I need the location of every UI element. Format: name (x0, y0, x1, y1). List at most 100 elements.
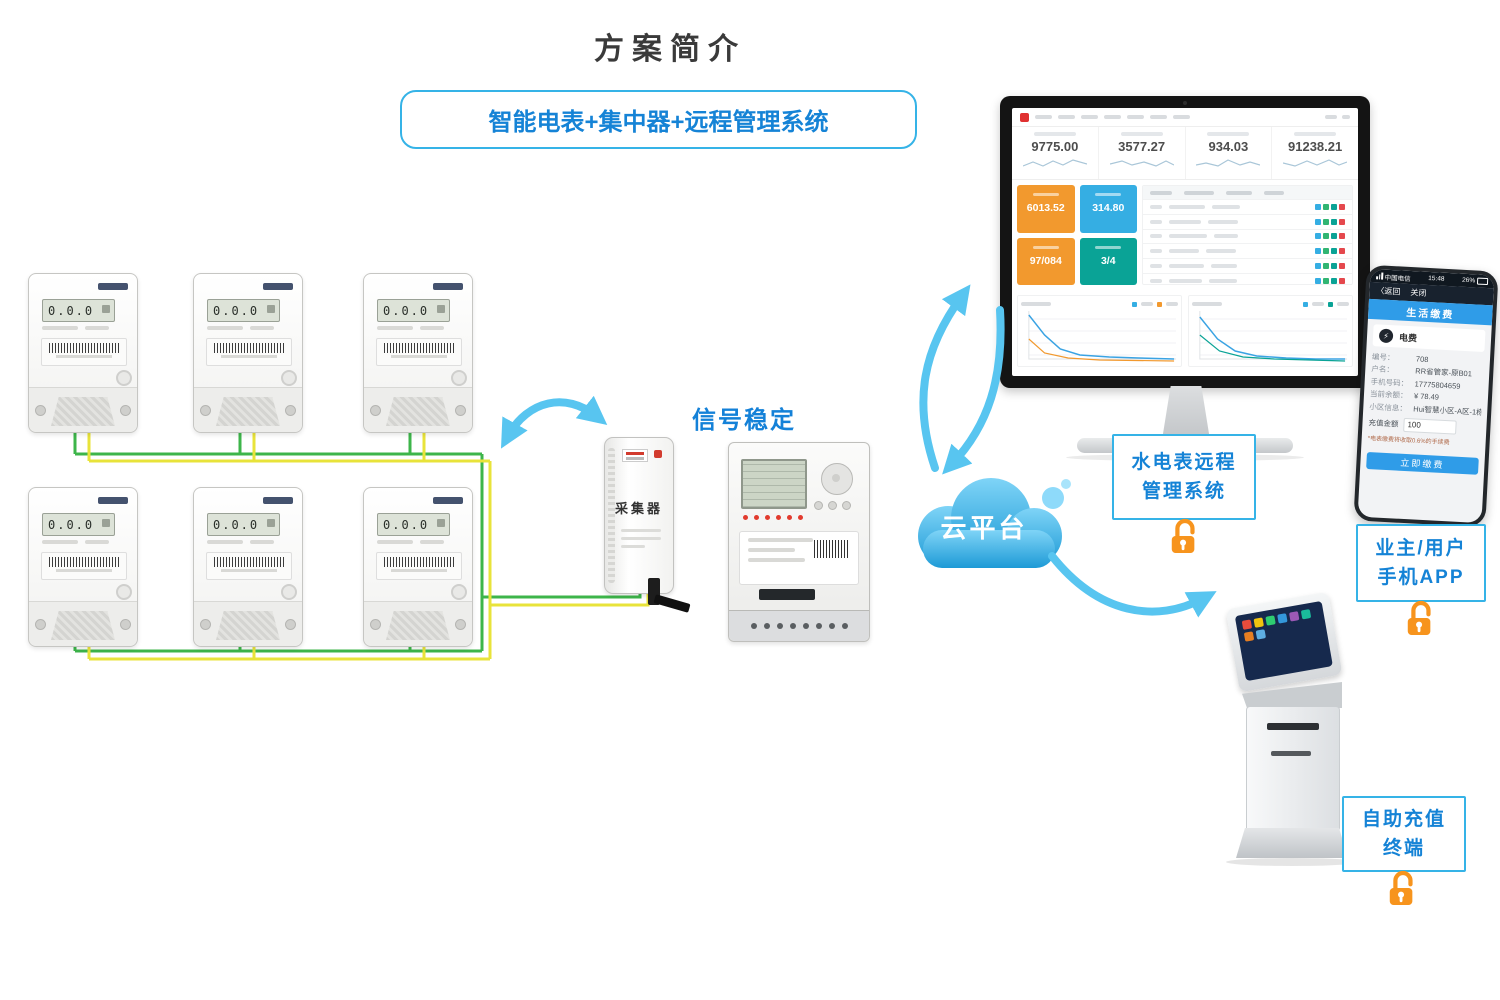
meter-barcode-sticker (41, 552, 127, 580)
action-config[interactable] (1331, 203, 1337, 210)
management-label-line1: 水电表远程 (1131, 451, 1237, 473)
self-service-kiosk (1224, 591, 1360, 866)
close-button[interactable]: 关闭 (1410, 288, 1427, 298)
back-button[interactable]: 〈返回 (1376, 286, 1401, 297)
action-delete[interactable] (1339, 277, 1345, 284)
solution-subtitle: 智能电表+集中器+远程管理系统 (488, 109, 829, 136)
carrier-label: 中国电信 (1384, 274, 1411, 283)
recharge-label-line2: 终端 (1382, 838, 1425, 859)
action-config[interactable] (1331, 277, 1337, 284)
meter-barcode-sticker (376, 338, 462, 366)
kiosk-app-icon (1277, 613, 1288, 624)
kiosk-app-icon (1243, 631, 1255, 642)
concentrator-lcd (741, 459, 807, 509)
owner-app-label-line2: 手机APP (1377, 567, 1465, 588)
stat-value: 934.03 (1208, 139, 1249, 154)
legend-swatch (1303, 301, 1308, 307)
mobile-phone: 中国电信 15:48 26% 〈返回 关闭 生活缴费 ⚡ 电费 编号：70 (1353, 264, 1499, 528)
kiosk-app-icon (1241, 619, 1253, 630)
nav-item[interactable] (1127, 115, 1144, 119)
action-view[interactable] (1315, 218, 1321, 225)
meter-barcode-sticker (41, 338, 127, 366)
action-edit[interactable] (1323, 203, 1329, 210)
amount-input[interactable] (1403, 417, 1457, 435)
action-view[interactable] (1315, 248, 1321, 255)
meter-lcd-display: 0.0.0 (42, 513, 115, 536)
electric-meter: 0.0.0 (193, 273, 303, 433)
meter-seal (451, 370, 467, 386)
nav-item[interactable] (1035, 115, 1052, 119)
electric-meter: 0.0.0 (28, 273, 138, 433)
meter-lcd-digits: 0.0.0 (48, 303, 95, 318)
kiosk-app-icon (1288, 611, 1300, 622)
kiosk-display-housing (1225, 591, 1343, 693)
action-view[interactable] (1315, 277, 1321, 284)
action-edit[interactable] (1323, 263, 1329, 270)
action-config[interactable] (1331, 218, 1337, 225)
meter-lcd-digits: 0.0.0 (213, 303, 260, 318)
meter-seal (281, 370, 297, 386)
signal-icon (1376, 272, 1383, 280)
pay-now-button[interactable]: 立即缴费 (1366, 451, 1479, 475)
meter-lcd-digits: 0.0.0 (48, 517, 95, 532)
cloud-platform-label: 云平台 (940, 513, 1028, 543)
kpi-tiles: 6013.52 314.80 97/084 3/4 (1017, 185, 1137, 285)
owner-app-label-line1: 业主/用户 (1375, 537, 1467, 559)
nav-item[interactable] (1173, 115, 1190, 119)
action-config[interactable] (1331, 248, 1337, 255)
action-delete[interactable] (1339, 203, 1345, 210)
kpi-tile: 3/4 (1079, 237, 1137, 285)
action-edit[interactable] (1323, 233, 1329, 240)
phone-screen: 中国电信 15:48 26% 〈返回 关闭 生活缴费 ⚡ 电费 编号：70 (1357, 268, 1495, 524)
action-edit[interactable] (1323, 248, 1329, 255)
electricity-fee-card[interactable]: ⚡ 电费 (1372, 324, 1486, 352)
action-delete[interactable] (1339, 248, 1345, 255)
kiosk-cash-slot (1267, 723, 1319, 730)
amount-label: 充值金额 (1368, 418, 1399, 429)
stat-label-placeholder (1033, 132, 1076, 136)
arrow-meters-collector (500, 395, 608, 449)
collector-cable (653, 594, 691, 613)
meter-barcode-sticker (206, 552, 292, 580)
nav-item[interactable] (1081, 115, 1098, 119)
kiosk-app-icon (1253, 617, 1264, 628)
action-edit[interactable] (1323, 218, 1329, 225)
settings-menu[interactable] (1342, 115, 1350, 119)
unlock-icon (1389, 870, 1413, 905)
action-view[interactable] (1315, 263, 1321, 270)
action-delete[interactable] (1339, 263, 1345, 270)
electric-meter: 0.0.0 (28, 487, 138, 647)
action-delete[interactable] (1339, 218, 1345, 225)
meter-lcd-display: 0.0.0 (377, 513, 450, 536)
kpi-tile: 97/084 (1017, 237, 1075, 285)
meter-brand-logo (98, 283, 128, 290)
concentrator-buttons (814, 501, 851, 510)
user-menu[interactable] (1325, 115, 1337, 119)
concentrator-device (728, 442, 870, 642)
nav-item[interactable] (1104, 115, 1121, 119)
battery-icon (1476, 277, 1489, 286)
data-collector-device: 采集器 (604, 437, 674, 594)
meter-barcode-sticker (376, 552, 462, 580)
dashboard-logo-icon (1020, 112, 1029, 122)
dashboard-navbar (1012, 108, 1358, 127)
kiosk-shadow (1226, 858, 1358, 866)
action-edit[interactable] (1323, 277, 1329, 284)
action-config[interactable] (1331, 233, 1337, 240)
action-view[interactable] (1315, 203, 1321, 210)
collector-led-indicator (654, 450, 662, 458)
action-view[interactable] (1315, 233, 1321, 240)
kiosk-card-slot (1271, 751, 1311, 756)
action-config[interactable] (1331, 263, 1337, 270)
action-delete[interactable] (1339, 233, 1345, 240)
management-label-line2: 管理系统 (1141, 481, 1226, 502)
kpi-value: 3/4 (1100, 254, 1116, 267)
meter-terminal-cover (194, 601, 302, 646)
unlock-icon (1407, 600, 1431, 635)
nav-item[interactable] (1150, 115, 1167, 119)
nav-item[interactable] (1058, 115, 1075, 119)
kpi-tile: 314.80 (1079, 185, 1137, 233)
table-row (1143, 272, 1352, 284)
meter-terminal-cover (29, 601, 137, 646)
